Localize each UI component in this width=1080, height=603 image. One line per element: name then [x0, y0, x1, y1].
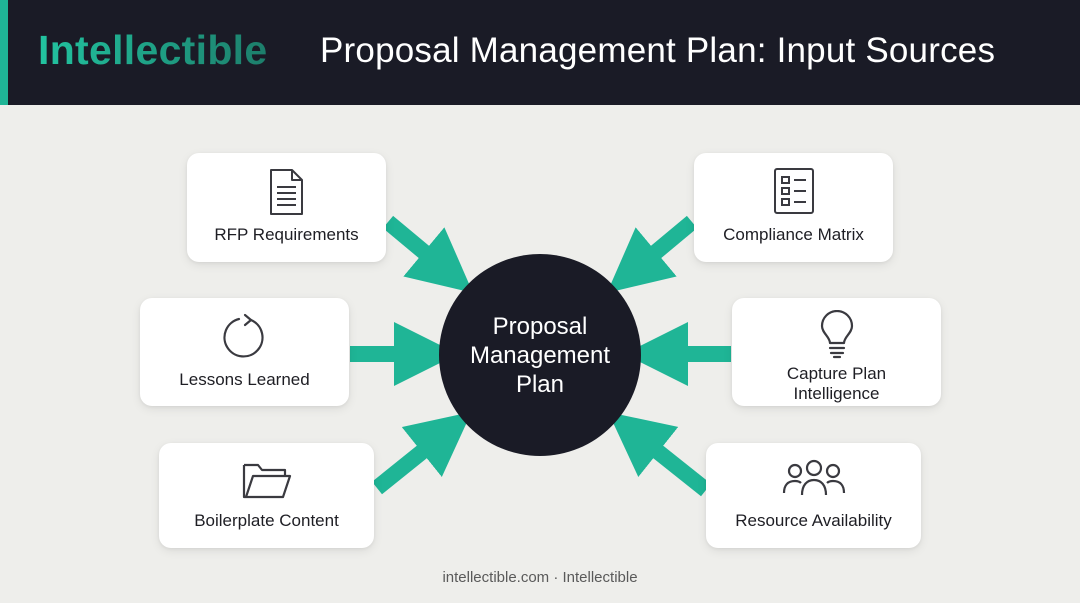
- input-label: Resource Availability: [735, 511, 892, 530]
- input-card-lessons-learned: Lessons Learned: [140, 298, 349, 406]
- input-label: Lessons Learned: [179, 370, 310, 389]
- footer-text: intellectible.com · Intellectible: [442, 569, 638, 586]
- input-label: Capture Plan Intelligence: [786, 364, 887, 403]
- header-bar: Intellectible Proposal Management Plan: …: [0, 0, 1080, 105]
- center-node-proposal-management-plan: Proposal Management Plan: [439, 254, 641, 456]
- arrow-boilerplate-content: [371, 411, 472, 495]
- lightbulb-icon: [820, 310, 853, 359]
- center-label: Proposal Management Plan: [469, 312, 611, 398]
- brand-logo: Intellectible: [38, 27, 268, 73]
- input-label: Boilerplate Content: [194, 511, 339, 530]
- input-card-rfp-requirements: RFP Requirements: [187, 153, 386, 262]
- document-icon: [269, 169, 303, 215]
- input-label: RFP Requirements: [214, 225, 359, 244]
- input-label: Compliance Matrix: [723, 225, 864, 244]
- input-card-resource-availability: Resource Availability: [706, 443, 921, 548]
- arrow-resource-availability: [608, 412, 711, 497]
- header-accent-bar: [0, 0, 8, 105]
- input-card-compliance-matrix: Compliance Matrix: [694, 153, 893, 262]
- arrow-rfp-requirements: [382, 215, 474, 293]
- folder-icon: [242, 463, 291, 499]
- team-icon: [782, 459, 845, 496]
- arrow-compliance-matrix: [606, 215, 698, 293]
- page-title: Proposal Management Plan: Input Sources: [320, 31, 996, 70]
- refresh-cycle-icon: [222, 313, 264, 358]
- input-card-capture-plan-intelligence: Capture Plan Intelligence: [732, 298, 941, 406]
- checklist-icon: [773, 168, 814, 214]
- input-card-boilerplate-content: Boilerplate Content: [159, 443, 374, 548]
